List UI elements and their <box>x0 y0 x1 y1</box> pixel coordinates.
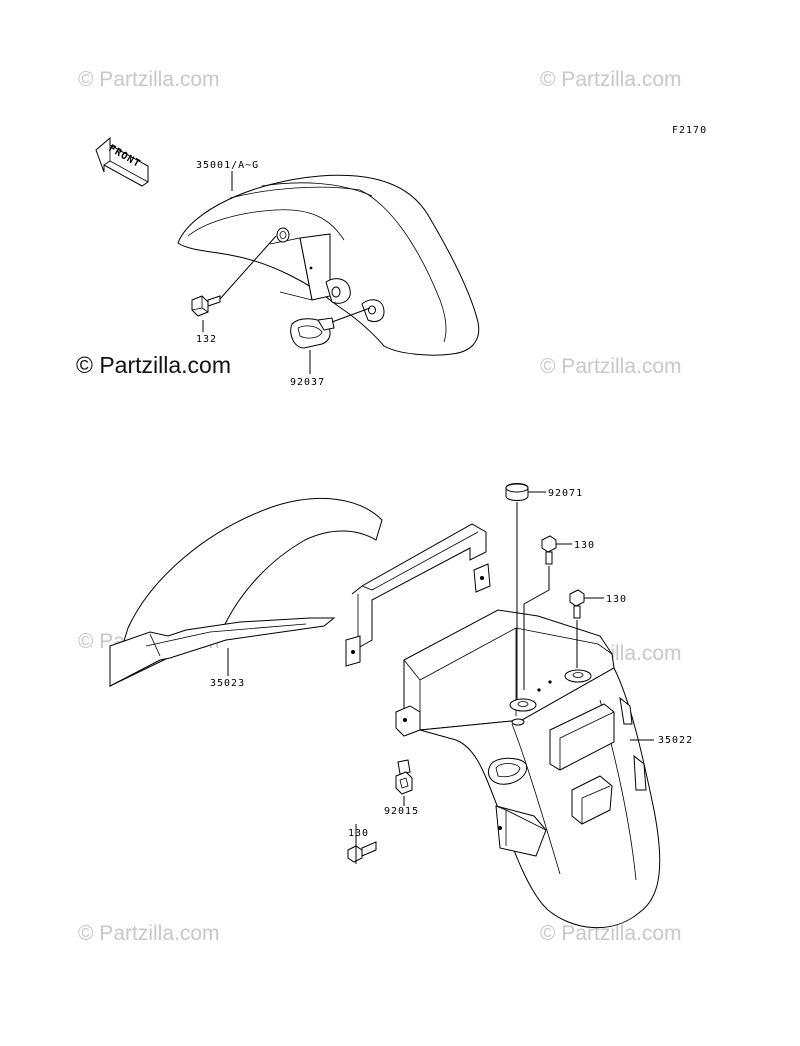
front-arrow-icon: FRONT <box>95 136 149 187</box>
label-nut-clip: 92015 <box>384 806 419 817</box>
watermark-bottom-right: © Partzilla.com <box>540 922 682 945</box>
bolt-top-b-icon <box>569 589 604 668</box>
watermark-mid-left: © Partzilla.com <box>76 352 231 378</box>
front-clip-icon <box>290 307 371 349</box>
label-rear-inner-fender: 35023 <box>210 678 245 689</box>
label-grommet: 92071 <box>548 488 583 499</box>
front-bolt-icon <box>191 235 277 317</box>
rear-fender <box>395 609 661 929</box>
label-rear-fender: 35022 <box>658 735 693 746</box>
bolt-top-a-icon <box>523 535 572 690</box>
label-front-bolt: 132 <box>196 334 217 345</box>
watermark-bottom-left: © Partzilla.com <box>78 922 220 945</box>
bolt-lower-icon <box>347 824 377 864</box>
watermark-top-left: © Partzilla.com <box>78 68 220 91</box>
label-front-clip: 92037 <box>290 377 325 388</box>
label-bolt-top-b: 130 <box>606 594 627 605</box>
rear-inner-fender <box>109 497 491 687</box>
watermark-mid-right: © Partzilla.com <box>540 355 682 378</box>
watermark-top-right: © Partzilla.com <box>540 68 682 91</box>
grommet-icon <box>505 483 546 700</box>
front-fender <box>177 174 480 356</box>
label-bolt-top-a: 130 <box>574 540 595 551</box>
nut-clip-icon <box>395 759 413 806</box>
label-front-fender: 35001/A~G <box>196 160 259 171</box>
label-bolt-lower: 130 <box>348 828 369 839</box>
figure-code: F2170 <box>672 125 707 136</box>
